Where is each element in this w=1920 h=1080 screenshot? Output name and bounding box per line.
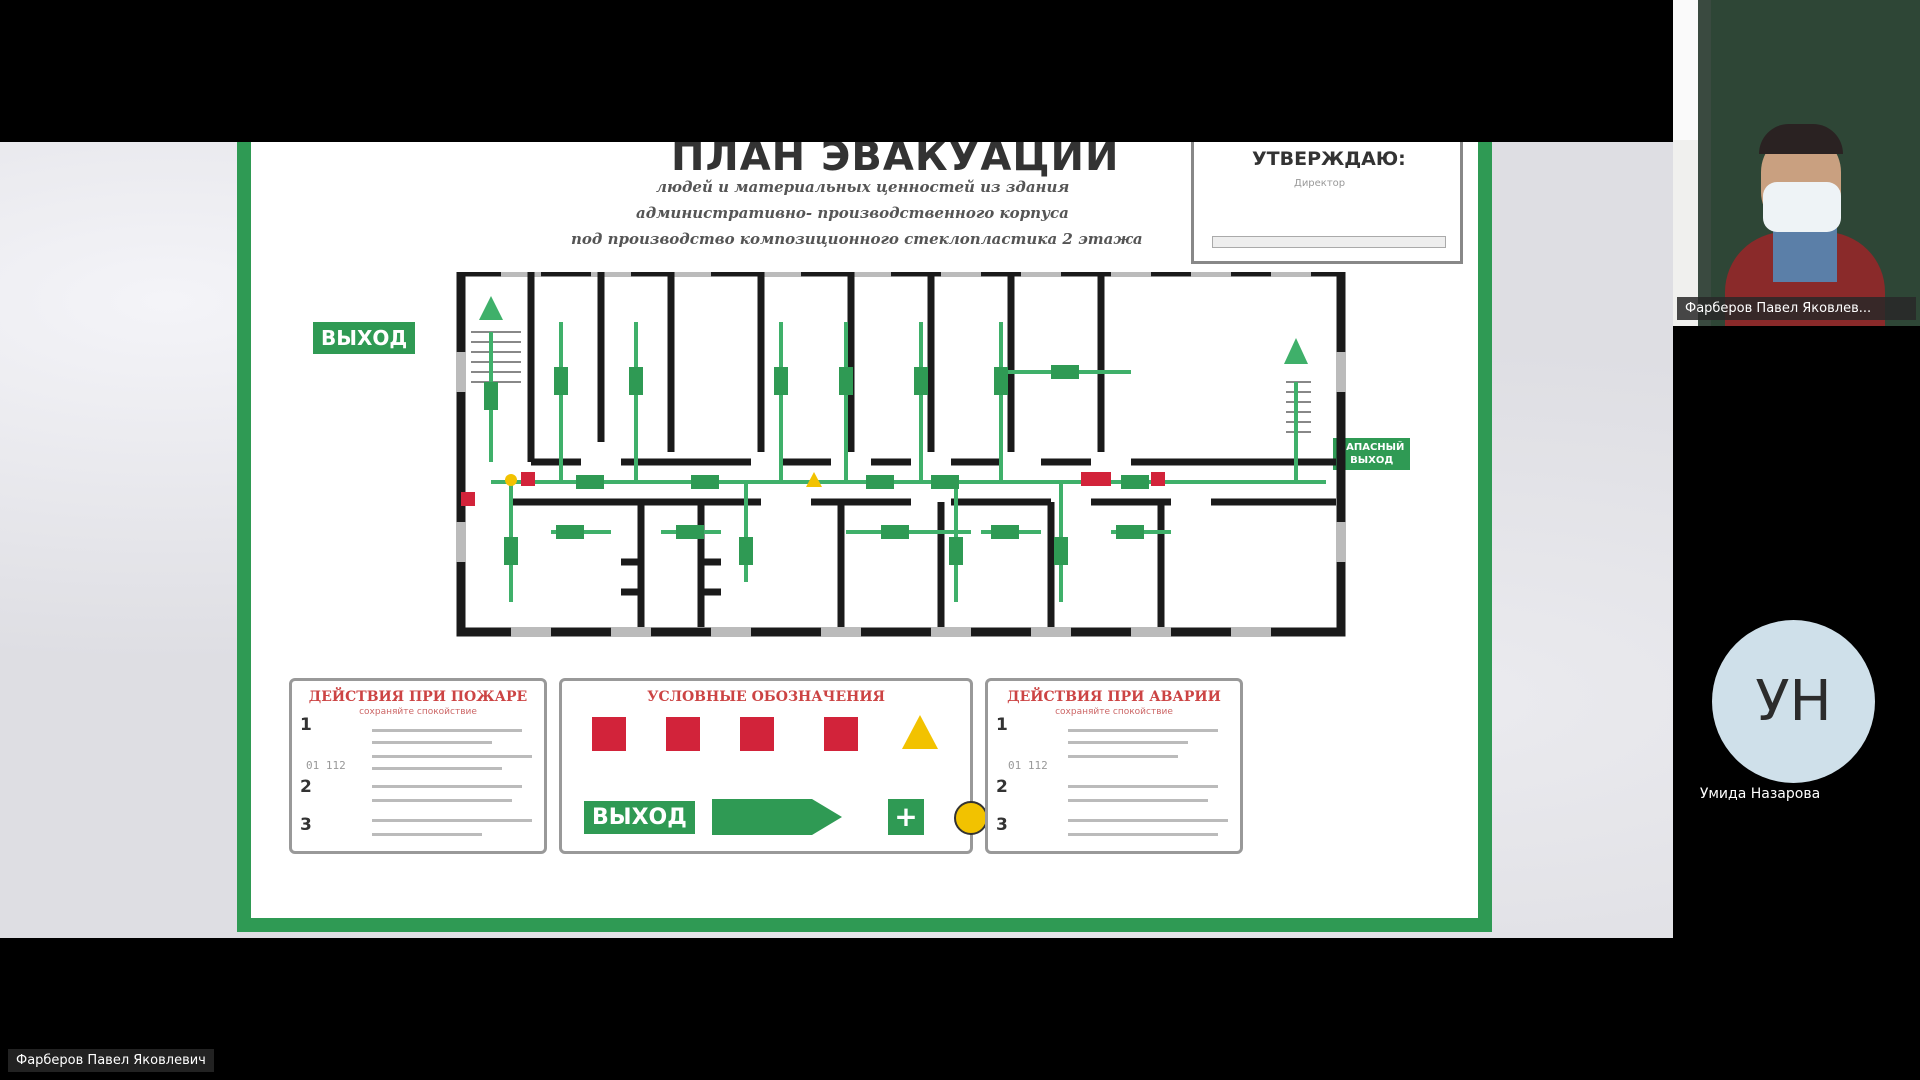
fire-equipment xyxy=(461,472,1165,506)
evacuation-routes xyxy=(489,322,1326,602)
presenter-video-tile[interactable]: Фарберов Павел Яковлев... xyxy=(1673,0,1920,326)
arrow-up-left xyxy=(479,296,503,320)
accident-panel-title: ДЕЙСТВИЯ ПРИ АВАРИИ xyxy=(1007,689,1221,705)
fire-step-3: 3 xyxy=(300,815,312,835)
arrow-up-right xyxy=(1284,338,1308,364)
route-markers xyxy=(484,365,1149,565)
electric-hazard-icon xyxy=(902,715,938,749)
windows xyxy=(456,272,1346,637)
exit-sign-spare: ЗАПАСНЫЙ ВЫХОД xyxy=(1333,438,1411,470)
exit-spare-line-2: ВЫХОД xyxy=(1350,455,1394,466)
poster-subtitle-2: административно- производственного корпу… xyxy=(636,204,1069,222)
fire-hydrant-icon xyxy=(666,717,700,751)
approval-title: УТВЕРЖДАЮ: xyxy=(1252,148,1406,170)
participant-avatar[interactable]: УН xyxy=(1712,620,1875,783)
fire-alarm-icon xyxy=(740,717,774,751)
accident-actions-panel: ДЕЙСТВИЯ ПРИ АВАРИИ сохраняйте спокойств… xyxy=(985,678,1243,854)
poster-title: ПЛАН ЭВАКУАЦИИ xyxy=(671,142,1120,180)
evacuation-plan-poster: ПЛАН ЭВАКУАЦИИ людей и материальных ценн… xyxy=(237,142,1492,932)
face-mask xyxy=(1763,182,1841,232)
fire-step-1: 1 xyxy=(300,715,312,735)
participant-name: Умида Назарова xyxy=(1699,786,1821,802)
camera-name-label: Фарберов Павел Яковлев... xyxy=(1677,297,1916,320)
exit-arrows xyxy=(479,296,1308,364)
fire-step-2: 2 xyxy=(300,777,312,797)
fire-button-icon xyxy=(824,717,858,751)
stairs xyxy=(471,331,1311,433)
legend-panel: УСЛОВНЫЕ ОБОЗНАЧЕНИЯ ВЫХОД + xyxy=(559,678,988,854)
legend-exit-sign: ВЫХОД xyxy=(582,799,697,836)
exit-route-sign-icon xyxy=(712,799,812,835)
route-arrow-icon xyxy=(812,799,842,835)
first-aid-icon: + xyxy=(888,799,924,835)
fire-panel-title: ДЕЙСТВИЯ ПРИ ПОЖАРЕ xyxy=(308,689,528,705)
approval-subtitle: Директор xyxy=(1294,178,1346,189)
fire-actions-panel: ДЕЙСТВИЯ ПРИ ПОЖАРЕ сохраняйте спокойств… xyxy=(289,678,547,854)
poster-subtitle-3: под производство композиционного стеклоп… xyxy=(571,230,1143,248)
accident-panel-subtitle: сохраняйте спокойствие xyxy=(1055,707,1173,717)
exit-sign-main: ВЫХОД xyxy=(310,320,418,356)
accident-step-3: 3 xyxy=(996,815,1008,835)
approval-box: УТВЕРЖДАЮ: Директор xyxy=(1191,142,1463,264)
accident-step-2: 2 xyxy=(996,777,1008,797)
poster-subtitle-1: людей и материальных ценностей из здания xyxy=(656,178,1070,196)
presenter-hair xyxy=(1759,124,1843,154)
accident-phone: 01 112 xyxy=(1008,759,1048,772)
presenter-shirt xyxy=(1773,222,1837,282)
floor-plan xyxy=(456,272,1346,637)
presenter-name-label: Фарберов Павел Яковлевич xyxy=(8,1049,214,1072)
partitions xyxy=(511,272,1336,627)
fire-extinguisher-icon xyxy=(592,717,626,751)
outer-wall xyxy=(456,272,1346,637)
shutoff-icon xyxy=(954,801,988,835)
signature-line xyxy=(1212,236,1446,248)
exit-spare-line-1: ЗАПАСНЫЙ xyxy=(1339,442,1405,453)
legend-title: УСЛОВНЫЕ ОБОЗНАЧЕНИЯ xyxy=(647,689,885,705)
accident-step-1: 1 xyxy=(996,715,1008,735)
fire-panel-subtitle: сохраняйте спокойствие xyxy=(359,707,477,717)
fire-phone: 01 112 xyxy=(306,759,346,772)
shared-screen: ПЛАН ЭВАКУАЦИИ людей и материальных ценн… xyxy=(0,142,1673,938)
